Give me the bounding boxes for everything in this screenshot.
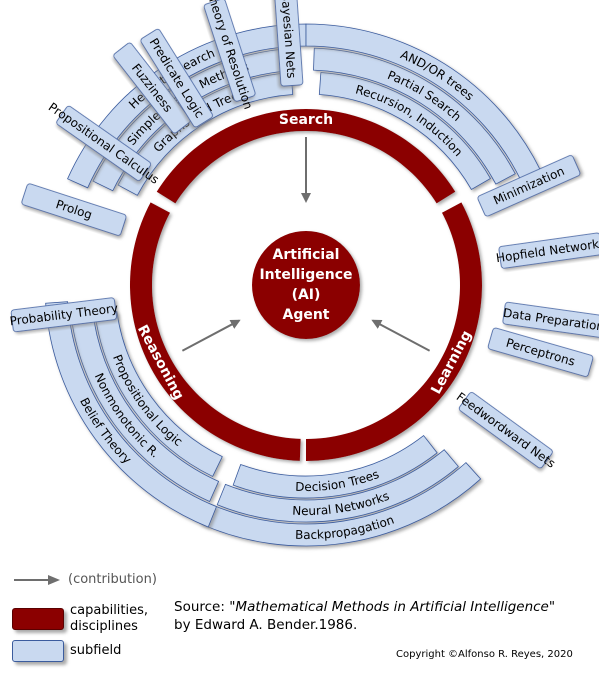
capability-ring-search: [156, 109, 456, 204]
subfield-box: [140, 28, 213, 128]
subfield-box: [203, 0, 256, 102]
subfield-strip: Data Preparation: [502, 301, 599, 338]
center-label-line: Artificial: [273, 247, 340, 263]
subfield-box: [477, 155, 581, 217]
subfield-layer: Graphs and TreesSimple Search MethodsHeu…: [9, 0, 599, 547]
legend-capabilities-label: capabilities, disciplines: [70, 603, 149, 634]
subfield-box: [498, 232, 599, 269]
center-label-line: Intelligence: [259, 267, 352, 283]
copyright: Copyright ©Alfonso R. Reyes, 2020: [396, 649, 573, 660]
capability-label-search: Search: [279, 112, 333, 128]
subfield-band: [232, 434, 438, 499]
capability-swatch: [12, 608, 64, 630]
subfield-strip: Prolog: [21, 183, 127, 236]
capability-ring-learning: [306, 202, 482, 462]
center-circle: [252, 231, 360, 339]
subfield-box: [113, 42, 191, 134]
subfield-box: [21, 183, 127, 236]
subfield-band: [216, 449, 459, 523]
subfield-label: Feedwordward Nets: [454, 390, 558, 471]
center-label-line: Agent: [282, 307, 329, 323]
subfield-box: [487, 327, 594, 377]
legend-contribution-label: (contribution): [68, 572, 157, 587]
subfield-box: [10, 297, 117, 333]
contribution-arrow: [371, 319, 431, 352]
legend-capabilities: capabilities, disciplines: [12, 603, 148, 635]
source-citation: Source: "Mathematical Methods in Artific…: [174, 598, 555, 634]
subfield-label: Decision Trees: [295, 467, 381, 494]
center-label-line: (AI): [292, 287, 321, 303]
legend-contribution: (contribution): [12, 572, 157, 588]
subfield-strip: Hopfield Networks: [495, 232, 599, 269]
subfield-strip: Perceptrons: [487, 327, 594, 377]
legend-subfield-label: subfield: [70, 643, 122, 658]
source-title: "Mathematical Methods in Artificial Inte…: [229, 599, 556, 615]
arrow-icon: [14, 575, 60, 585]
subfield-box: [273, 0, 304, 87]
source-prefix: Source:: [174, 599, 230, 615]
subfield-box: [458, 392, 553, 469]
source-byline: by Edward A. Bender.1986.: [174, 617, 358, 633]
subfield-band: [318, 72, 492, 191]
contribution-arrow: [181, 319, 241, 352]
capability-ring-reasoning: [129, 202, 301, 461]
subfield-strip: Feedwordward Nets: [454, 390, 558, 471]
subfield-box: [502, 301, 599, 338]
subfield-box: [56, 105, 151, 181]
arrow-layer: [181, 137, 431, 352]
subfield-strip: Bayesian Nets: [273, 0, 304, 87]
subfield-label: Bayesian Nets: [279, 0, 299, 79]
subfield-swatch: [12, 640, 64, 662]
subfield-band: [313, 47, 516, 185]
legend-subfield: subfield: [12, 640, 121, 662]
